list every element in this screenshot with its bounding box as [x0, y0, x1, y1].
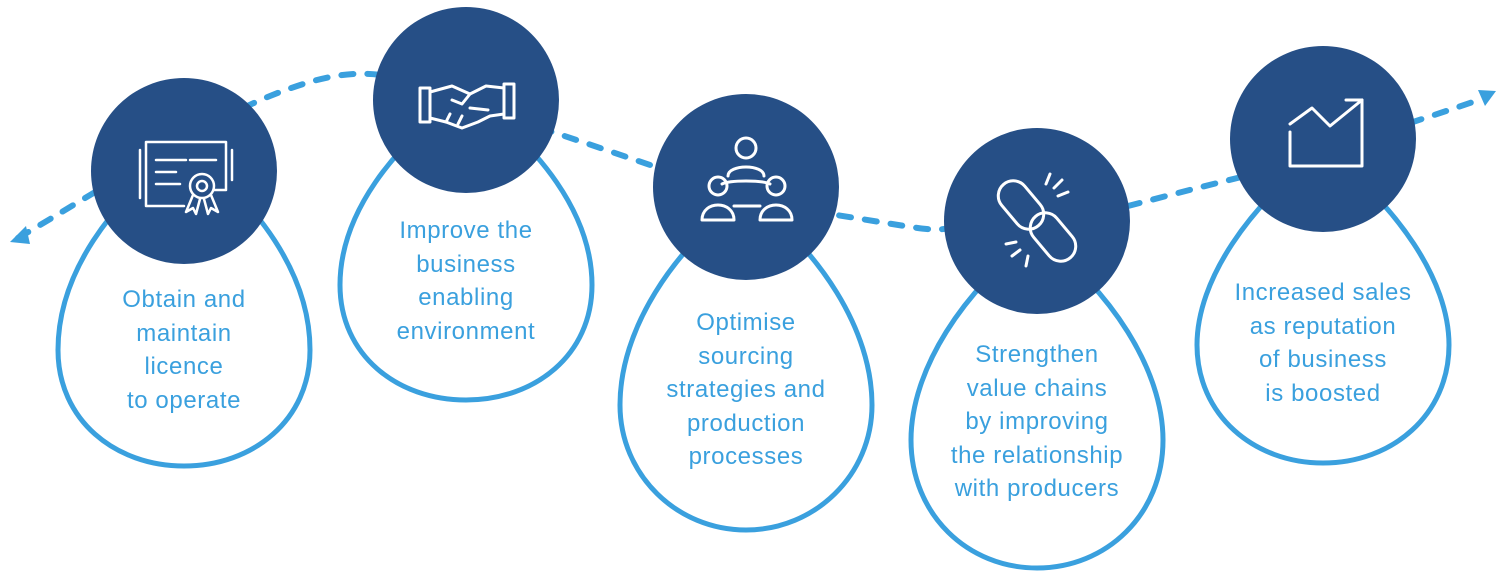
- certificate-icon: [138, 140, 234, 216]
- step-circle: [1230, 46, 1416, 232]
- flow-path: [1407, 97, 1481, 126]
- step-text-line: is boosted: [1265, 379, 1381, 407]
- step-text-line: as reputation: [1249, 312, 1397, 340]
- step-text-line: Optimise: [696, 309, 796, 336]
- drop-outline: [908, 231, 1166, 571]
- step-text-line: Strengthen: [975, 341, 1099, 368]
- step-4-text: Strengthen value chains by improving the…: [922, 338, 1152, 506]
- step-3-text: Optimise sourcing strategies and product…: [636, 306, 856, 474]
- step-text-line: Increased sales: [1234, 279, 1412, 306]
- step-text-line: production: [686, 409, 806, 437]
- step-text-line: business: [416, 250, 516, 278]
- chain-link-icon: [996, 172, 1078, 268]
- step-text-line: sourcing: [698, 342, 794, 370]
- step-circle: [944, 128, 1130, 314]
- team-meeting-icon: [700, 136, 794, 222]
- step-text-line: value chains: [966, 374, 1108, 402]
- step-text-line: enabling: [418, 284, 514, 311]
- drop-outline: [337, 91, 595, 403]
- step-text-line: with producers: [954, 475, 1120, 502]
- step-text-line: strategies and: [666, 376, 826, 403]
- growth-chart-icon: [1288, 98, 1364, 168]
- drop-outline: [617, 191, 875, 533]
- handshake-icon: [418, 82, 516, 130]
- flow-path: [1125, 172, 1253, 209]
- step-1-text: Obtain and maintain licence to operate: [84, 283, 284, 417]
- step-text-line: licence: [144, 353, 224, 380]
- step-text-line: maintain: [136, 319, 232, 347]
- step-text-line: Obtain and: [122, 286, 246, 313]
- arrow-right-icon: [1478, 90, 1496, 106]
- step-text-line: processes: [688, 443, 804, 470]
- step-circle: [653, 94, 839, 280]
- step-text-line: environment: [396, 317, 536, 345]
- step-circle: [91, 78, 277, 264]
- drop-outline: [1194, 146, 1452, 466]
- step-2-text: Improve the business enabling environmen…: [356, 214, 576, 348]
- step-5-text: Increased sales as reputation of busines…: [1208, 276, 1438, 410]
- step-text-line: Improve the: [399, 217, 533, 244]
- step-text-line: by improving: [965, 408, 1109, 435]
- step-text-line: to operate: [126, 386, 242, 414]
- step-text-line: of business: [1258, 346, 1387, 373]
- step-text-line: the relationship: [950, 441, 1124, 469]
- arrow-left-icon: [10, 226, 30, 244]
